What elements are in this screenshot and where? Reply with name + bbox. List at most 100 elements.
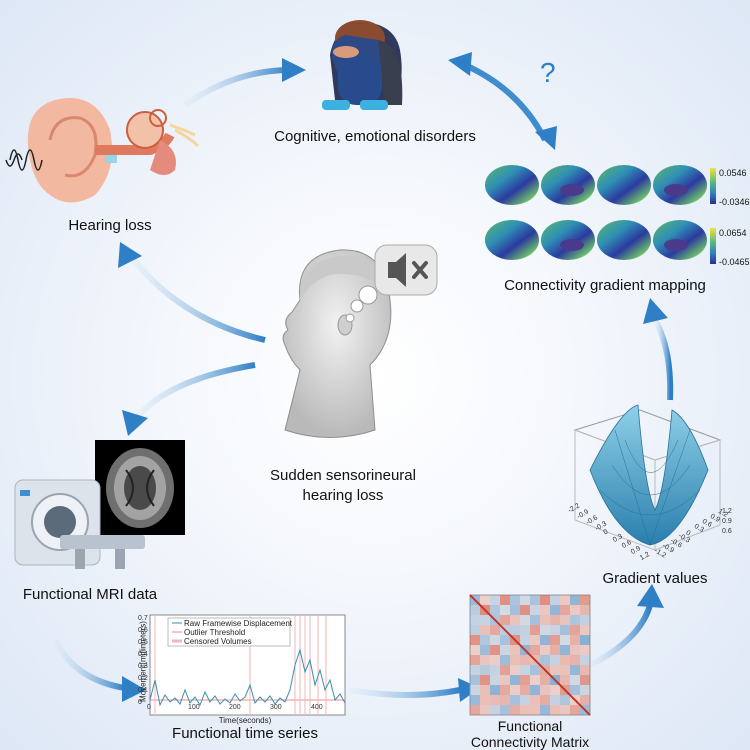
fc-matrix-cell <box>570 685 580 695</box>
fc-matrix-cell <box>570 665 580 675</box>
arrow-timeseries-to-fc <box>349 678 480 702</box>
fc-matrix-cell <box>500 605 510 615</box>
label-center-condition: Sudden sensorineural hearing loss <box>258 466 428 506</box>
fc-matrix-cell <box>550 685 560 695</box>
legend-threshold: Outlier Threshold <box>184 628 246 637</box>
fc-matrix-cell <box>480 625 490 635</box>
fc-matrix-cell <box>500 695 510 705</box>
plot-xtick: 0 <box>147 704 151 711</box>
fc-matrix-cell <box>480 665 490 675</box>
fc-matrix-cell <box>480 695 490 705</box>
fc-matrix-cell <box>500 635 510 645</box>
arrow-hearing-to-cognitive <box>183 58 306 108</box>
fc-matrix-cell <box>560 635 570 645</box>
fc-matrix-cell <box>500 675 510 685</box>
fc-matrix-cell <box>530 685 540 695</box>
fc-matrix-cell <box>510 655 520 665</box>
fc-matrix-cell <box>520 655 530 665</box>
fc-matrix-cell <box>540 605 550 615</box>
fc-matrix-cell <box>510 605 520 615</box>
ear-anatomy-icon <box>5 98 200 203</box>
gradient-surface-plot <box>573 404 722 551</box>
fc-matrix-cell <box>550 615 560 625</box>
fc-matrix-cell <box>490 605 500 615</box>
plot-ytick: 0.2 <box>138 675 148 682</box>
fc-matrix-cell <box>520 625 530 635</box>
plot-ytick: 0.7 <box>138 615 148 622</box>
colorbar-1 <box>710 168 716 204</box>
plot-ytick: 0.6 <box>138 627 148 634</box>
fc-matrix-cell <box>470 645 480 655</box>
fc-matrix-cell <box>550 695 560 705</box>
fc-matrix-cell <box>470 705 480 715</box>
fc-matrix-cell <box>540 645 550 655</box>
fc-matrix-cell <box>580 665 590 675</box>
fc-matrix-cell <box>520 665 530 675</box>
plot-ytick: 0.5 <box>138 639 148 646</box>
fc-matrix-cell <box>580 635 590 645</box>
fc-matrix-cell <box>570 635 580 645</box>
question-mark: ? <box>540 57 556 88</box>
fc-matrix-cell <box>530 675 540 685</box>
fc-matrix-cell <box>520 705 530 715</box>
fc-matrix-cell <box>560 615 570 625</box>
distressed-person-icon <box>322 20 403 110</box>
fc-matrix-cell <box>500 665 510 675</box>
fc-matrix-cell <box>520 635 530 645</box>
fc-matrix-cell <box>550 645 560 655</box>
fc-matrix-cell <box>490 685 500 695</box>
arrow-center-to-hearing <box>118 242 266 343</box>
fc-matrix-cell <box>470 665 480 675</box>
arrow-mri-to-timeseries <box>52 638 146 702</box>
fc-matrix-cell <box>530 705 540 715</box>
label-fc-matrix: Functional Connectivity Matrix <box>460 718 600 750</box>
fc-matrix-cell <box>560 645 570 655</box>
fc-matrix-cell <box>510 595 520 605</box>
fc-matrix-cell <box>500 615 510 625</box>
fc-matrix-cell <box>470 695 480 705</box>
plot-xtick: 400 <box>311 704 323 711</box>
fc-matrix-cell <box>550 665 560 675</box>
fc-matrix-cell <box>490 645 500 655</box>
fc-matrix-cell <box>530 595 540 605</box>
fc-matrix-cell <box>530 605 540 615</box>
fc-matrix-cell <box>480 615 490 625</box>
plot-xtick: 300 <box>270 704 282 711</box>
fc-matrix-cell <box>540 675 550 685</box>
fc-matrix-cell <box>520 605 530 615</box>
fc-matrix-cell <box>490 655 500 665</box>
fc-matrix-cell <box>510 615 520 625</box>
surface-z-tick: 0.9 <box>722 518 732 525</box>
fc-matrix-cell <box>580 645 590 655</box>
fc-matrix-cell <box>560 695 570 705</box>
fc-matrix-cell <box>500 685 510 695</box>
legend-fd: Raw Framewise Displacement <box>184 619 293 628</box>
colorbar-2 <box>710 228 716 264</box>
fc-matrix-cell <box>480 635 490 645</box>
arrow-fc-to-gradient <box>588 584 664 668</box>
label-fc-line2: Connectivity Matrix <box>470 734 590 750</box>
fc-matrix-cell <box>490 665 500 675</box>
fc-matrix-cell <box>470 615 480 625</box>
fc-matrix-cell <box>560 625 570 635</box>
colorbar-2-max: 0.0654 <box>719 228 747 238</box>
fc-matrix-cell <box>470 605 480 615</box>
fc-matrix-cell <box>480 595 490 605</box>
plot-ytick: 0.1 <box>138 687 148 694</box>
fc-matrix-cell <box>570 605 580 615</box>
label-connectivity-gradient: Connectivity gradient mapping <box>504 277 706 294</box>
fc-matrix-cell <box>540 695 550 705</box>
legend-censored: Censored Volumes <box>184 637 252 646</box>
muted-speaker-icon <box>374 244 438 296</box>
fc-matrix-cell <box>560 705 570 715</box>
fc-matrix-cell <box>530 625 540 635</box>
fc-matrix-cell <box>570 645 580 655</box>
fc-matrix-cell <box>520 675 530 685</box>
fc-matrix-cell <box>510 625 520 635</box>
fc-matrix-cell <box>530 695 540 705</box>
fc-matrix-cell <box>540 595 550 605</box>
fc-matrix-cell <box>580 605 590 615</box>
fc-matrix-cell <box>560 675 570 685</box>
